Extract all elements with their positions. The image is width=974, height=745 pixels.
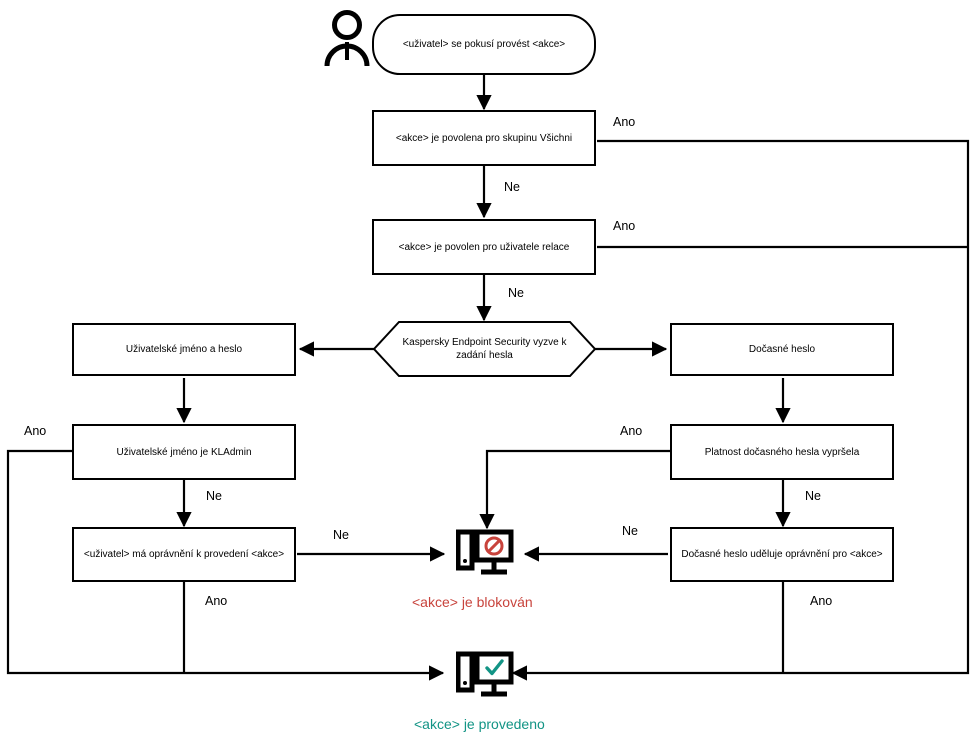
edge-label-session-yes: Ano bbox=[613, 219, 636, 233]
edge-everyone-yes bbox=[511, 139, 970, 681]
edge-label-kladmin-no: Ne bbox=[206, 489, 222, 503]
node-username-is-kladmin[interactable]: Uživatelské jméno je KLAdmin bbox=[72, 424, 296, 480]
node-start[interactable]: <uživatel> se pokusí provést <akce> bbox=[372, 14, 596, 75]
node-temp-password-expired[interactable]: Platnost dočasného hesla vypršela bbox=[670, 424, 894, 480]
node-username-password[interactable]: Uživatelské jméno a heslo bbox=[72, 323, 296, 376]
node-username-is-kladmin-label: Uživatelské jméno je KLAdmin bbox=[116, 446, 252, 458]
edge-label-session-no: Ne bbox=[508, 286, 524, 300]
hexagon-prompt-shape bbox=[372, 321, 597, 377]
node-temp-password-grants-label: Dočasné heslo uděluje oprávnění pro <akc… bbox=[681, 549, 883, 560]
node-prompt-password[interactable]: Kaspersky Endpoint Security vyzve k zadá… bbox=[374, 322, 595, 376]
node-prompt-password-label: Kaspersky Endpoint Security vyzve k zadá… bbox=[402, 337, 567, 361]
node-user-has-permission-label: <uživatel> má oprávnění k provedení <akc… bbox=[83, 549, 285, 560]
edge-kladmin-yes bbox=[6, 449, 445, 681]
edge-label-everyone-yes: Ano bbox=[613, 115, 636, 129]
edge-label-permission-no: Ne bbox=[333, 528, 349, 542]
terminal-done-label: <akce> je provedeno bbox=[414, 716, 545, 732]
monitor-blocked-icon bbox=[455, 528, 514, 580]
node-temp-password-grants[interactable]: Dočasné heslo uděluje oprávnění pro <akc… bbox=[670, 527, 894, 582]
edge-label-everyone-no: Ne bbox=[504, 180, 520, 194]
monitor-check-icon bbox=[455, 650, 514, 702]
node-allowed-session-user[interactable]: <akce> je povolen pro uživatele relace bbox=[372, 219, 596, 275]
node-allowed-everyone-label: <akce> je povolena pro skupinu Všichni bbox=[395, 132, 573, 144]
edge-label-grants-no: Ne bbox=[622, 524, 638, 538]
terminal-blocked-label: <akce> je blokován bbox=[412, 594, 533, 610]
node-allowed-everyone[interactable]: <akce> je povolena pro skupinu Všichni bbox=[372, 110, 596, 166]
node-user-has-permission[interactable]: <uživatel> má oprávnění k provedení <akc… bbox=[72, 527, 296, 582]
node-temporary-password-label: Dočasné heslo bbox=[748, 344, 816, 355]
node-start-label: <uživatel> se pokusí provést <akce> bbox=[402, 39, 566, 50]
edge-label-grants-yes: Ano bbox=[810, 594, 833, 608]
node-temp-password-expired-label: Platnost dočasného hesla vypršela bbox=[704, 446, 860, 458]
node-username-password-label: Uživatelské jméno a heslo bbox=[125, 344, 243, 355]
edge-label-expired-yes: Ano bbox=[620, 424, 643, 438]
edge-expired-yes bbox=[479, 449, 670, 530]
node-temporary-password[interactable]: Dočasné heslo bbox=[670, 323, 894, 376]
edge-label-expired-no: Ne bbox=[805, 489, 821, 503]
edge-label-permission-yes: Ano bbox=[205, 594, 228, 608]
node-allowed-session-user-label: <akce> je povolen pro uživatele relace bbox=[398, 241, 570, 253]
person-icon bbox=[322, 8, 372, 68]
edge-label-kladmin-yes: Ano bbox=[24, 424, 47, 438]
